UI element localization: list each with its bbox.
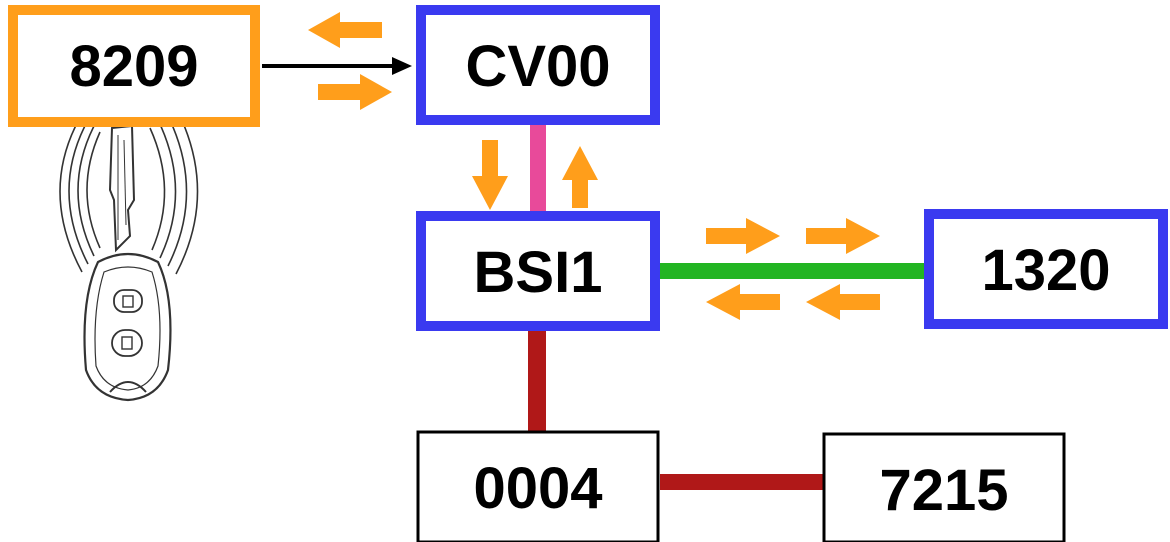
node-8209-label: 8209 [69, 34, 198, 99]
node-1320: 1320 [929, 214, 1163, 324]
arrow-up-icon [562, 146, 598, 208]
link-0004-7215 [660, 474, 826, 490]
node-bsi1: BSI1 [421, 216, 655, 326]
arrow-right-icon [706, 218, 780, 254]
node-cv00-label: CV00 [465, 34, 610, 99]
arrow-right-icon [318, 74, 392, 110]
key-fob-icon [60, 104, 198, 400]
link-8209-cv00-arrowhead [392, 57, 412, 75]
node-0004: 0004 [418, 432, 658, 542]
node-0004-label: 0004 [473, 456, 602, 521]
arrow-left-icon [308, 12, 382, 48]
arrow-left-icon [806, 284, 880, 320]
node-7215-label: 7215 [879, 458, 1008, 523]
node-8209: 8209 [13, 10, 255, 122]
arrow-right-icon [806, 218, 880, 254]
node-bsi1-label: BSI1 [474, 240, 603, 305]
link-bsi1-1320 [660, 263, 928, 279]
node-7215: 7215 [824, 434, 1064, 542]
node-cv00: CV00 [421, 10, 655, 120]
link-bsi1-0004 [528, 328, 546, 432]
node-1320-label: 1320 [981, 238, 1110, 303]
arrow-down-icon [472, 140, 508, 210]
link-cv00-bsi1 [530, 124, 546, 216]
arrow-left-icon [706, 284, 780, 320]
